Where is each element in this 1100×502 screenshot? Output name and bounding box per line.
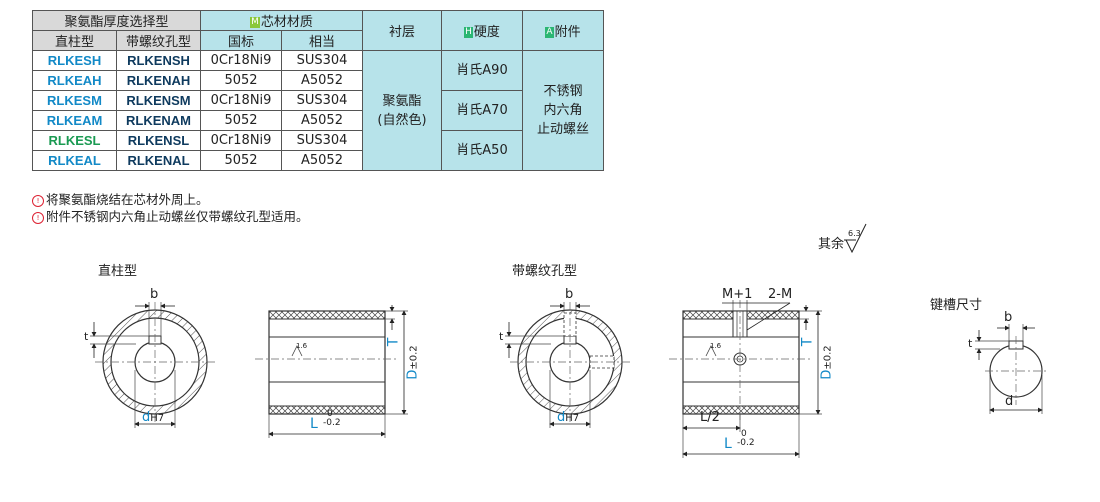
dim-d-label: d [1005,394,1014,409]
core-material-badge: M [250,17,260,28]
title-threaded-type: 带螺纹孔型 [512,264,578,279]
surface-label: 1.6 [296,342,308,350]
dim-d-label: dH7 [557,410,580,425]
roughness-prefix: 其余 [818,236,844,252]
surface-roughness-symbol: 其余 6.3 [818,223,867,254]
dim-2m-label: 2-M [768,287,793,302]
header-series: 聚氨酯厚度选择型 [32,10,201,31]
table-row: RLKEAH RLKENAH 5052 A5052 [32,70,604,91]
dim-D-label: D±0.2 [405,345,421,380]
table-row: RLKEAL RLKENAL 5052 A5052 [32,150,604,171]
dim-d-label: dH7 [142,410,165,425]
hardness-value: 肖氏A70 [441,90,523,131]
roughness-value: 6.3 [848,229,861,238]
dim-t-label: t [499,330,504,343]
dim-t-label: t [84,330,89,343]
note-2: !附件不锈钢内六角止动螺丝仅带螺纹孔型适用。 [32,208,309,225]
title-straight-type: 直柱型 [98,264,138,279]
note-1: !将聚氨酯烧结在芯材外周上。 [32,191,309,208]
part-code-straight: RLKEAL [32,150,117,171]
core-gb: 5052 [200,150,282,171]
header-gb-standard: 国标 [200,30,282,51]
table-row: RLKEAM RLKENAM 5052 A5052 [32,110,604,131]
part-code-straight: RLKEAH [32,70,117,91]
threaded-front-view [505,302,630,428]
part-code-straight: RLKEAM [32,110,117,131]
core-equiv: SUS304 [281,50,363,71]
dim-T-label: T [385,337,402,347]
core-gb: 0Cr18Ni9 [200,50,282,71]
warning-icon: ! [32,211,44,224]
dim-L-tolerance: 0-0.2 [323,409,341,428]
core-gb: 0Cr18Ni9 [200,90,282,111]
dim-b-label: b [1004,310,1013,325]
core-equiv: SUS304 [281,90,363,111]
dim-L-label: L [724,436,732,452]
dim-b-label: b [565,287,574,302]
header-straight-type: 直柱型 [32,30,117,51]
table-row: RLKESH RLKENSH 0Cr18Ni9 SUS304 聚氨酯(自然色) … [32,50,604,171]
accessory-value: 不锈钢内六角止动螺丝 [522,50,604,171]
threaded-side-view [669,300,822,458]
straight-front-view [90,302,215,428]
core-gb: 0Cr18Ni9 [200,130,282,151]
part-code-straight: RLKESH [32,50,117,71]
table-row: RLKESL RLKENSL 0Cr18Ni9 SUS304 肖氏A50 [32,130,604,171]
dim-T-label: T [799,337,816,347]
dim-b-label: b [150,287,159,302]
part-code-threaded: RLKENAM [116,110,201,131]
part-code-threaded: RLKENAL [116,150,201,171]
dim-L-tolerance: 0-0.2 [737,429,755,448]
dim-half-L-label: L/2 [700,410,720,425]
dim-t-label: t [968,337,973,350]
hardness-value: 肖氏A50 [441,130,523,171]
surface-label: 1.6 [710,342,722,350]
core-equiv: A5052 [281,70,363,91]
title-keyway: 键槽尺寸 [930,298,983,313]
notes: !将聚氨酯烧结在芯材外周上。 !附件不锈钢内六角止动螺丝仅带螺纹孔型适用。 [32,191,309,225]
straight-side-view [255,305,408,438]
core-equiv: A5052 [281,150,363,171]
core-equiv: SUS304 [281,130,363,151]
warning-icon: ! [32,194,44,207]
hardness-badge: H [464,27,473,38]
dim-L-label: L [310,416,318,432]
core-equiv: A5052 [281,110,363,131]
keyway-detail [975,324,1048,414]
liner-value: 聚氨酯(自然色) [362,50,442,171]
dim-m1-label: M+1 [722,287,753,302]
accessory-badge: A [545,27,554,38]
part-code-threaded: RLKENSL [116,130,201,151]
dim-D-label: D±0.2 [819,345,835,380]
header-liner: 衬层 [362,10,442,51]
